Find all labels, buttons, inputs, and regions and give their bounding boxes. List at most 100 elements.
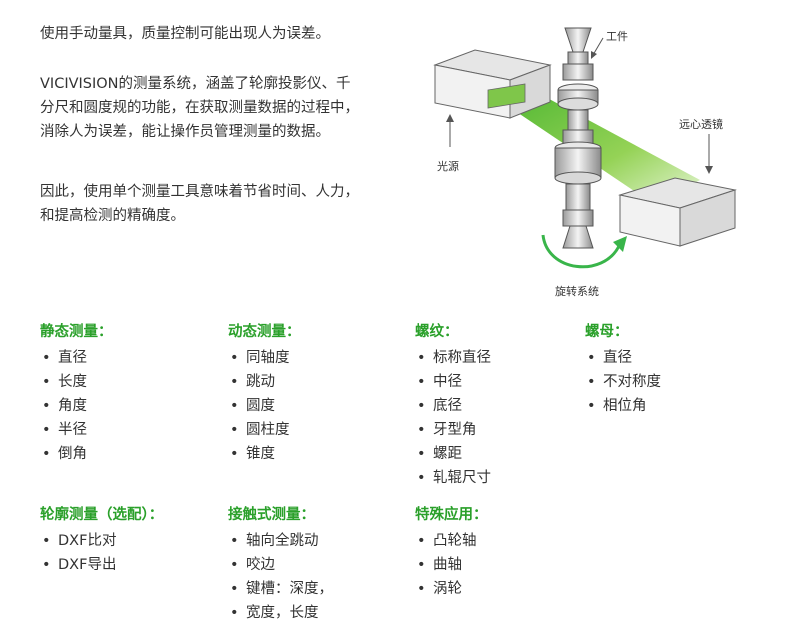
- list-item-text: DXF比对: [58, 533, 117, 549]
- list-item: •半径: [40, 418, 113, 442]
- category-title: 螺纹：: [415, 324, 459, 340]
- bullet-icon: •: [230, 605, 239, 621]
- list-item: •牙型角: [415, 418, 491, 442]
- category-block: 接触式测量： • 轴向全跳动 • 咬边 • 键槽：深度， • 宽度，长度: [228, 505, 333, 625]
- list-item: • 直径: [40, 346, 113, 370]
- list-item: •涡轮: [415, 577, 488, 601]
- list-item-text: 跳动: [246, 374, 275, 390]
- bullet-icon: •: [42, 350, 51, 366]
- list-item-text: 标称直径: [433, 350, 491, 366]
- bullet-icon: •: [417, 350, 426, 366]
- category-block: 轮廓测量（选配）： •DXF比对 • DXF导出: [40, 505, 163, 577]
- list-item: • DXF导出: [40, 553, 163, 577]
- category-block: 螺母：•直径•不对称度•相位角: [585, 322, 661, 418]
- list-item-text: 咬边: [246, 557, 275, 573]
- list-item-text: 宽度，长度: [246, 605, 319, 621]
- category-list: • 直径 • 不对称度 • 相位角: [585, 346, 661, 418]
- list-item-text: 直径: [603, 350, 632, 366]
- intro-paragraph-2-line: 分尺和圆度规的功能，在获取测量数据的过程中，: [40, 100, 359, 116]
- bullet-icon: •: [417, 470, 426, 486]
- list-item-text: 圆柱度: [246, 422, 290, 438]
- bullet-icon: •: [42, 374, 51, 390]
- list-item: • 圆柱度: [228, 418, 301, 442]
- intro-paragraph-2-line: 消除人为误差，能让操作员管理测量的数据。: [40, 124, 330, 140]
- list-item-text: 直径: [58, 350, 87, 366]
- list-item: • 曲轴: [415, 553, 488, 577]
- bullet-icon: •: [417, 374, 426, 390]
- list-item-text: 轴向全跳动: [246, 533, 319, 549]
- bullet-icon: •: [417, 533, 426, 549]
- list-item-text: 凸轮轴: [433, 533, 477, 549]
- bullet-icon: •: [230, 557, 239, 573]
- bullet-icon: •: [417, 422, 426, 438]
- category-block: 静态测量：•直径•长度•角度•半径•倒角: [40, 322, 113, 466]
- category-title: 特殊应用：: [415, 507, 488, 523]
- bullet-icon: •: [417, 557, 426, 573]
- list-item: • 倒角: [40, 442, 113, 466]
- category-title: 接触式测量：: [228, 507, 315, 523]
- label-telecentric-lens: 远心透镜: [679, 117, 723, 131]
- workpiece-spindle: [554, 27, 602, 249]
- intro-paragraph-3: 因此，使用单个测量工具意味着节省时间、人力， 和提高检测的精确度。: [40, 180, 400, 228]
- list-item: • 锥度: [228, 442, 301, 466]
- rotation-arrow: [541, 234, 621, 269]
- intro-paragraph-3-line: 因此，使用单个测量工具意味着节省时间、人力，: [40, 184, 359, 200]
- bullet-icon: •: [587, 398, 596, 414]
- bullet-icon: •: [587, 374, 596, 390]
- category-list: • 轴向全跳动 • 咬边 • 键槽：深度， • 宽度，长度: [228, 529, 333, 625]
- list-item: • 宽度，长度: [228, 601, 333, 625]
- category-title: 轮廓测量（选配）：: [40, 507, 164, 523]
- bullet-icon: •: [230, 533, 239, 549]
- list-item-text: 圆度: [246, 398, 275, 414]
- category-list: •同轴度•跳动•圆度•圆柱度•锥度: [228, 346, 301, 466]
- list-item: • 轴向全跳动: [228, 529, 333, 553]
- telecentric-lens-box: [618, 177, 737, 247]
- list-item-text: 螺距: [433, 446, 462, 462]
- bullet-icon: •: [230, 446, 239, 462]
- list-item: • 螺距: [415, 442, 491, 466]
- list-item-text: 中径: [433, 374, 462, 390]
- light-source-box: [433, 49, 552, 119]
- category-title: 动态测量：: [228, 324, 301, 340]
- list-item: • 长度: [40, 370, 113, 394]
- intro-paragraph-1: 使用手动量具，质量控制可能出现人为误差。: [40, 26, 330, 42]
- list-item: • 咬边: [228, 553, 333, 577]
- list-item: • 不对称度: [585, 370, 661, 394]
- category-block: 螺纹：•标称直径•中径•底径•牙型角•螺距•轧辊尺寸: [415, 322, 491, 490]
- list-item-text: 曲轴: [433, 557, 462, 573]
- measurement-system-diagram: 工件 光源 远心透镜 旋转系统: [433, 27, 737, 298]
- bullet-icon: •: [230, 581, 239, 597]
- list-item: • 凸轮轴: [415, 529, 488, 553]
- bullet-icon: •: [417, 581, 426, 597]
- list-item-text: 半径: [58, 422, 87, 438]
- list-item-text: 底径: [433, 398, 462, 414]
- list-item: •跳动: [228, 370, 301, 394]
- list-item: •轧辊尺寸: [415, 466, 491, 490]
- list-item-text: 不对称度: [603, 374, 661, 390]
- list-item: • 直径: [585, 346, 661, 370]
- label-workpiece: 工件: [606, 30, 628, 43]
- category-list: • 凸轮轴 • 曲轴 •涡轮: [415, 529, 488, 601]
- label-lightsource: 光源: [437, 159, 459, 173]
- list-item-text: 锥度: [246, 446, 275, 462]
- category-block: 动态测量：•同轴度•跳动•圆度•圆柱度•锥度: [228, 322, 301, 466]
- bullet-icon: •: [587, 350, 596, 366]
- bullet-icon: •: [417, 446, 426, 462]
- list-item-text: DXF导出: [58, 557, 117, 573]
- bullet-icon: •: [230, 422, 239, 438]
- bullet-icon: •: [417, 398, 426, 414]
- list-item-text: 长度: [58, 374, 87, 390]
- list-item: •DXF比对: [40, 529, 163, 553]
- bullet-icon: •: [230, 398, 239, 414]
- list-item: • 底径: [415, 394, 491, 418]
- list-item: •角度: [40, 394, 113, 418]
- bullet-icon: •: [42, 446, 51, 462]
- bullet-icon: •: [42, 557, 51, 573]
- list-item-text: 倒角: [58, 446, 87, 462]
- list-item: • 圆度: [228, 394, 301, 418]
- list-item-text: 键槽：深度，: [246, 581, 333, 597]
- list-item-text: 相位角: [603, 398, 647, 414]
- list-item: • 相位角: [585, 394, 661, 418]
- category-block: 特殊应用： • 凸轮轴 • 曲轴 •涡轮: [415, 505, 488, 601]
- list-item: • 中径: [415, 370, 491, 394]
